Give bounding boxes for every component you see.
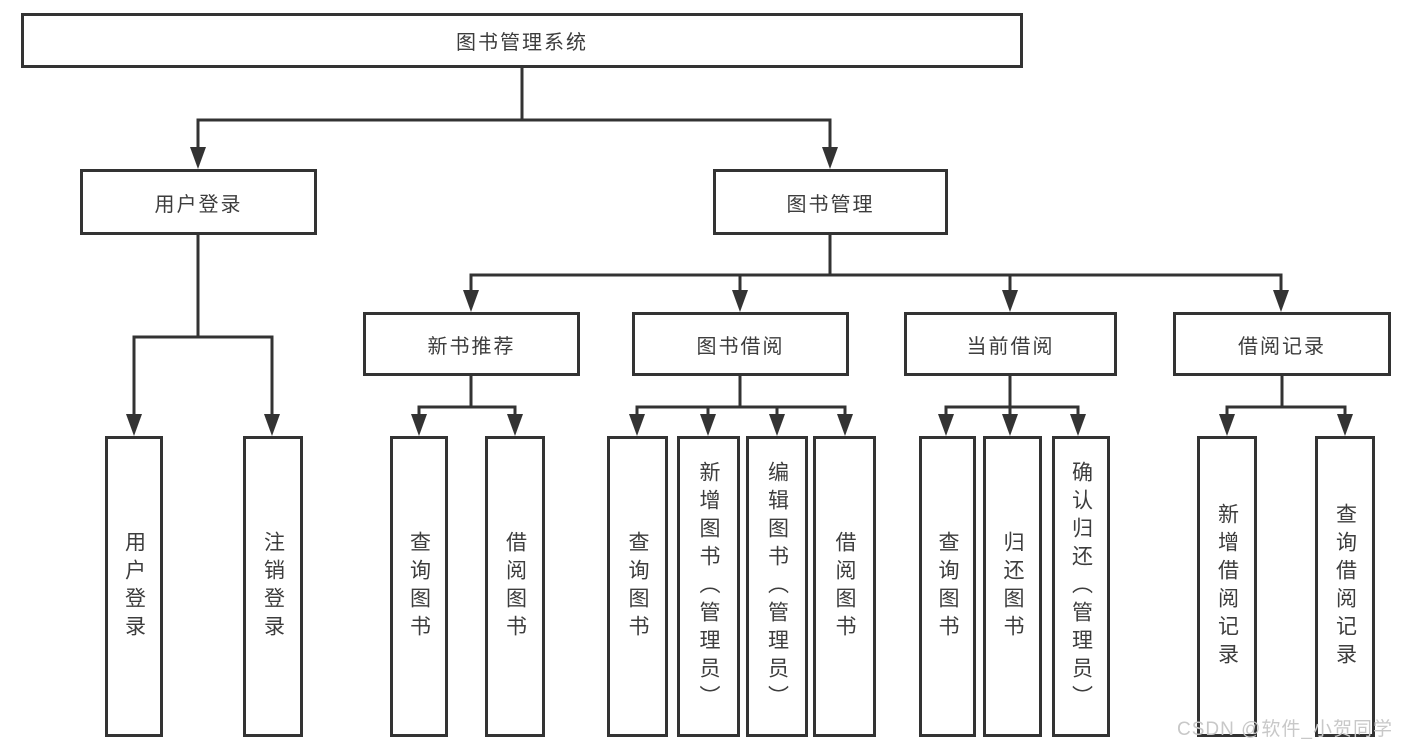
connector-section-branch xyxy=(417,405,517,416)
leaf-logout-label: 注销登录 xyxy=(261,530,285,643)
leaf-borrow-books: 借阅图书 xyxy=(813,436,876,737)
arrowhead-leaf xyxy=(264,414,280,436)
leaf-query-books-borrow: 查询图书 xyxy=(607,436,668,737)
leaf-query-books-recommend: 查询图书 xyxy=(390,436,448,737)
connector-section-branch xyxy=(635,405,847,416)
arrowhead-l3 xyxy=(732,290,748,312)
leaf-add-books-admin-label: 新增图书（管理员） xyxy=(697,460,720,713)
leaf-confirm-return-admin-label: 确认归还（管理员） xyxy=(1069,460,1093,713)
arrowhead-leaf xyxy=(1070,414,1086,436)
connector-user-login-branch xyxy=(132,335,274,416)
arrowhead-leaf xyxy=(938,414,954,436)
arrowhead-book-management xyxy=(822,147,838,169)
leaf-return-books: 归还图书 xyxy=(983,436,1042,737)
leaf-add-borrow-record-label: 新增借阅记录 xyxy=(1215,502,1239,671)
arrowhead-leaf xyxy=(629,414,645,436)
node-new-book-recommendation: 新书推荐 xyxy=(363,312,580,376)
leaf-edit-books-admin-label: 编辑图书（管理员） xyxy=(765,460,789,713)
arrowhead-leaf xyxy=(1219,414,1235,436)
leaf-edit-books-admin: 编辑图书（管理员） xyxy=(746,436,808,737)
node-book-borrowing: 图书借阅 xyxy=(632,312,849,376)
node-current-borrowing: 当前借阅 xyxy=(904,312,1117,376)
watermark: CSDN @软件_小贺同学 xyxy=(1177,719,1393,740)
leaf-user-login: 用户登录 xyxy=(105,436,163,737)
arrowhead-leaf xyxy=(769,414,785,436)
arrowhead-l3 xyxy=(463,290,479,312)
node-borrowing-records: 借阅记录 xyxy=(1173,312,1391,376)
leaf-query-books-recommend-label: 查询图书 xyxy=(407,530,431,643)
node-book-management: 图书管理 xyxy=(713,169,948,235)
leaf-query-borrow-record: 查询借阅记录 xyxy=(1315,436,1375,737)
arrowhead-leaf xyxy=(1002,414,1018,436)
leaf-add-borrow-record: 新增借阅记录 xyxy=(1197,436,1257,737)
node-user-login: 用户登录 xyxy=(80,169,317,235)
arrowhead-user-login xyxy=(190,147,206,169)
arrowhead-leaf xyxy=(411,414,427,436)
arrowhead-l3 xyxy=(1273,290,1289,312)
node-library-management-system: 图书管理系统 xyxy=(21,13,1023,68)
leaf-borrow-books-recommend: 借阅图书 xyxy=(485,436,545,737)
leaf-return-books-label: 归还图书 xyxy=(1001,530,1024,643)
connector-root-branch xyxy=(196,118,832,149)
leaf-confirm-return-admin: 确认归还（管理员） xyxy=(1052,436,1110,737)
arrowhead-leaf xyxy=(507,414,523,436)
connector-section-branch xyxy=(944,405,1080,416)
arrowhead-leaf xyxy=(1337,414,1353,436)
connector-section-branch xyxy=(1225,405,1347,416)
leaf-borrow-books-recommend-label: 借阅图书 xyxy=(503,530,527,643)
arrowhead-l3 xyxy=(1002,290,1018,312)
leaf-logout: 注销登录 xyxy=(243,436,303,737)
connector-book-mgmt-branch xyxy=(469,273,1283,292)
leaf-query-books-current-label: 查询图书 xyxy=(936,530,959,643)
leaf-user-login-label: 用户登录 xyxy=(122,530,146,643)
leaf-query-books-borrow-label: 查询图书 xyxy=(626,530,649,643)
arrowhead-leaf xyxy=(700,414,716,436)
leaf-borrow-books-label: 借阅图书 xyxy=(833,530,856,643)
leaf-add-books-admin: 新增图书（管理员） xyxy=(677,436,740,737)
arrowhead-leaf xyxy=(837,414,853,436)
leaf-query-books-current: 查询图书 xyxy=(919,436,976,737)
arrowhead-leaf xyxy=(126,414,142,436)
leaf-query-borrow-record-label: 查询借阅记录 xyxy=(1333,502,1357,671)
